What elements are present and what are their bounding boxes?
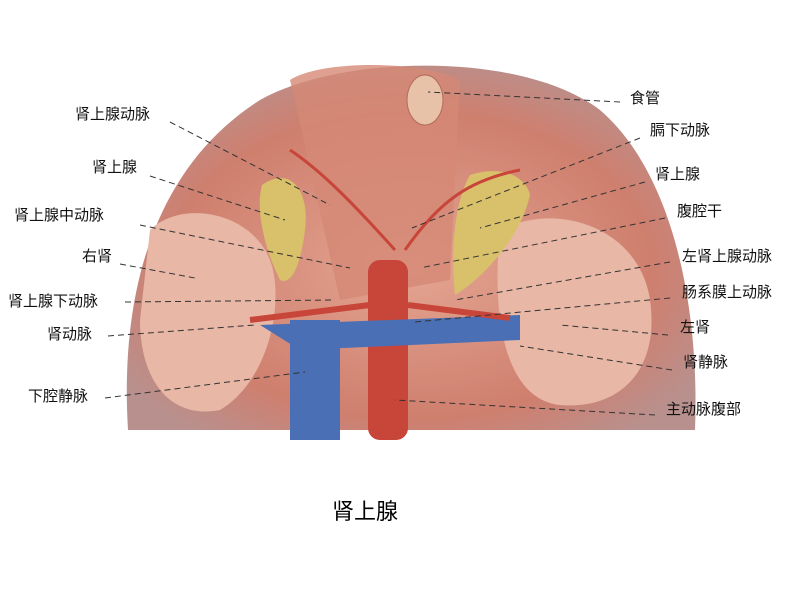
diaphragm-crura xyxy=(290,65,460,300)
esophagus xyxy=(406,74,444,126)
renal-arteries xyxy=(249,302,511,323)
figure-title: 肾上腺 xyxy=(332,500,399,525)
label-adrenal-artery: 肾上腺动脉 xyxy=(75,105,151,123)
label-superior-mesenteric-artery: 肠系膜上动脉 xyxy=(682,283,773,301)
right-adrenal-gland xyxy=(259,177,306,281)
leader-lines xyxy=(104,91,673,416)
label-right-kidney: 右肾 xyxy=(82,247,113,265)
aorta xyxy=(368,260,408,440)
label-inferior-vena-cava: 下腔静脉 xyxy=(28,387,89,405)
phrenic-arteries xyxy=(289,148,521,252)
left-kidney xyxy=(497,218,652,406)
label-esophagus: 食管 xyxy=(630,89,661,107)
label-left-adrenal-artery: 左肾上腺动脉 xyxy=(682,247,773,265)
label-left-kidney: 左肾 xyxy=(680,318,711,336)
label-renal-artery: 肾动脉 xyxy=(47,325,93,343)
label-middle-adrenal-artery: 肾上腺中动脉 xyxy=(14,206,105,224)
label-phrenic-artery: 膈下动脉 xyxy=(650,121,711,139)
left-adrenal-gland xyxy=(453,171,530,295)
renal-veins xyxy=(260,315,520,350)
label-inferior-adrenal-artery: 肾上腺下动脉 xyxy=(8,292,99,310)
label-celiac-trunk: 腹腔干 xyxy=(677,202,723,220)
label-right-adrenal-gland: 肾上腺 xyxy=(92,158,138,176)
label-left-adrenal-gland: 肾上腺 xyxy=(655,165,701,183)
right-kidney xyxy=(140,213,276,412)
label-renal-vein: 肾静脉 xyxy=(683,353,729,371)
label-abdominal-aorta: 主动脉腹部 xyxy=(666,400,742,418)
